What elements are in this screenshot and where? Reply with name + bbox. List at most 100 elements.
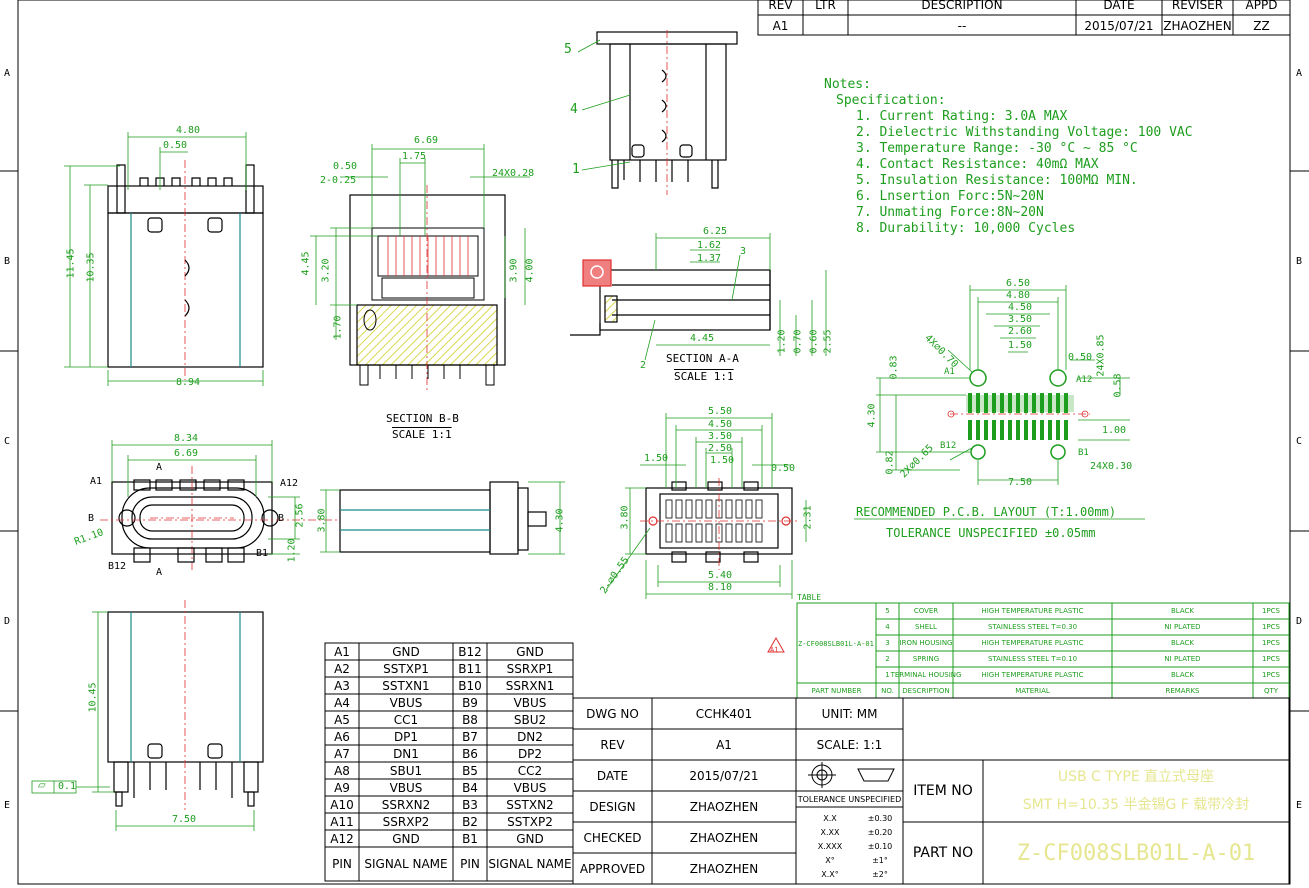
section-aa-view: [570, 259, 771, 336]
pin-table-pin-cell: B6: [462, 746, 478, 761]
section-marker: A: [156, 462, 163, 473]
dim-label: 1.75: [402, 151, 427, 162]
pin-table-signal-cell: SSRXN1: [505, 678, 555, 693]
rev-value: A1: [716, 737, 732, 752]
bom-cell: SHELL: [915, 623, 937, 631]
dim-label: 4.45: [300, 251, 312, 276]
pin-table-signal-cell: SBU2: [513, 712, 547, 727]
pin-table-signal-cell: DN1: [393, 746, 419, 761]
title-block-grid: [572, 697, 1290, 885]
pin-table-signal-cell: GND: [392, 831, 420, 846]
dim-label: 10.45: [87, 682, 99, 713]
pin-marker: B1: [256, 548, 269, 559]
pin-table-signal-cell: SSRXP1: [506, 661, 554, 676]
pin-table-pin-cell: A11: [330, 814, 354, 829]
item-description-line2: SMT H=10.35 半金锡G F 载带冷封: [1022, 797, 1250, 813]
bom-header-cell: DESCRIPTION: [902, 686, 950, 695]
dim-label: 3.50: [1008, 314, 1033, 325]
pin-marker: B1: [1078, 448, 1089, 458]
section-marker: A: [156, 567, 163, 578]
pin-table-signal-cell: CC2: [517, 763, 543, 778]
dim-label: 0.58: [1112, 373, 1124, 398]
tolerance-value: ±1°: [872, 855, 888, 865]
section-bb-view: [349, 185, 506, 390]
notes-heading: Notes:: [824, 77, 871, 92]
pin-table-signal-cell: SSTXN1: [382, 678, 430, 693]
pin-table-signal-cell: GND: [516, 644, 544, 659]
section-aa-dims: [644, 233, 827, 361]
item-balloon: 5: [564, 42, 572, 57]
rev-value-appd: ZZ: [1253, 18, 1270, 33]
note-item: 1. Current Rating: 3.0A MAX: [856, 109, 1068, 124]
pin-table-signal-cell: DN2: [517, 729, 543, 744]
pin-table-pin-cell: A8: [334, 763, 350, 778]
front-view-bottom: [107, 600, 264, 810]
pin-marker: B12: [940, 441, 957, 451]
pin-table-pin-cell: A10: [330, 797, 354, 812]
bom-cell: HIGH TEMPERATURE PLASTIC: [981, 639, 1084, 647]
pin-table-rows: [325, 659, 573, 848]
dim-label: 1.50: [1008, 340, 1033, 351]
part-no-label: PART NO: [912, 845, 974, 861]
dim-label: 6.50: [1006, 278, 1031, 289]
border-letter-right-c: C: [1296, 436, 1303, 447]
dim-label: 2.56: [294, 503, 306, 528]
bom-cell: STAINLESS STEEL T=0.10: [987, 655, 1078, 663]
rev-value-ltr: [803, 16, 848, 35]
tolerance-precision: X.X°: [821, 869, 839, 879]
tolerance-value: ±2°: [872, 869, 888, 879]
dim-label: 8.94: [176, 377, 201, 388]
pin-table-pin-cell: A6: [334, 729, 350, 744]
bom-header-cell: NO.: [881, 686, 894, 695]
dim-label: 6.69: [414, 135, 439, 146]
border-letter-right-d: D: [1296, 616, 1303, 627]
bom-cell: 1PCS: [1261, 607, 1280, 615]
dim-label: 24X0.85: [1095, 334, 1107, 377]
pin-table-signal-cell: VBUS: [513, 780, 547, 795]
design-label: DESIGN: [589, 799, 636, 814]
approved-value: ZHAOZHEN: [689, 861, 759, 876]
pin-table-header-cell: PIN: [460, 857, 480, 871]
side-view-top: [596, 30, 738, 195]
dim-label: 7.50: [172, 814, 197, 825]
approved-label: APPROVED: [579, 861, 646, 876]
dwg-no-value: CCHK401: [695, 706, 753, 721]
dim-label: 0.50: [333, 161, 358, 172]
bom-cell: 1PCS: [1261, 671, 1280, 679]
pcb-layout-view: [947, 369, 1090, 460]
bom-table-label: TABLE: [797, 593, 822, 602]
section-bb-title: SECTION B-B: [386, 412, 459, 425]
rev-value-description: --: [957, 18, 967, 33]
dim-label: 2.60: [1008, 326, 1033, 337]
pin-marker: B12: [108, 561, 127, 572]
note-item: 3. Temperature Range: -30 °C ~ 85 °C: [856, 141, 1138, 156]
pin-table-signal-cell: SSTXN2: [506, 797, 554, 812]
border-letter-right-e: E: [1296, 800, 1303, 811]
item-description-line1: USB C TYPE 直立式母座: [1057, 769, 1215, 785]
tolerance-note: TOLERANCE UNSPECIFIED ±0.05mm: [886, 526, 1096, 540]
rev-header-rev: REV: [768, 0, 793, 12]
bom-header-cell: PART NUMBER: [811, 686, 862, 695]
pin-table-header-cell: PIN: [332, 857, 352, 871]
dim-label: 4.80: [176, 125, 201, 136]
bom-cell: BLACK: [1170, 671, 1194, 679]
bom-cell: HIGH TEMPERATURE PLASTIC: [981, 607, 1084, 615]
date-value: 2015/07/21: [689, 768, 759, 783]
dim-label: 5.50: [708, 406, 733, 417]
pin-table-signal-cell: DP1: [393, 729, 419, 744]
pin-table-pin-cell: B5: [462, 763, 478, 778]
pin-marker: A12: [1076, 375, 1093, 385]
notes-subheading: Specification:: [836, 93, 946, 108]
bom-header-cell: MATERIAL: [1015, 686, 1050, 695]
dim-label: 4.50: [708, 419, 733, 430]
dim-label: 4.45: [690, 333, 715, 344]
side-view-top-leaders: [577, 39, 631, 171]
design-value: ZHAOZHEN: [689, 799, 759, 814]
tolerance-label: TOLERANCE UNSPECIFIED: [797, 794, 902, 804]
pin-table-signal-cell: GND: [392, 644, 420, 659]
dim-label: 1.50: [644, 453, 669, 464]
dim-label: 0.83: [888, 355, 900, 380]
tolerance-precision: X.XX: [820, 827, 840, 837]
pin-table-header-cell: SIGNAL NAME: [488, 857, 572, 871]
bottom-view-connector: [640, 478, 800, 570]
